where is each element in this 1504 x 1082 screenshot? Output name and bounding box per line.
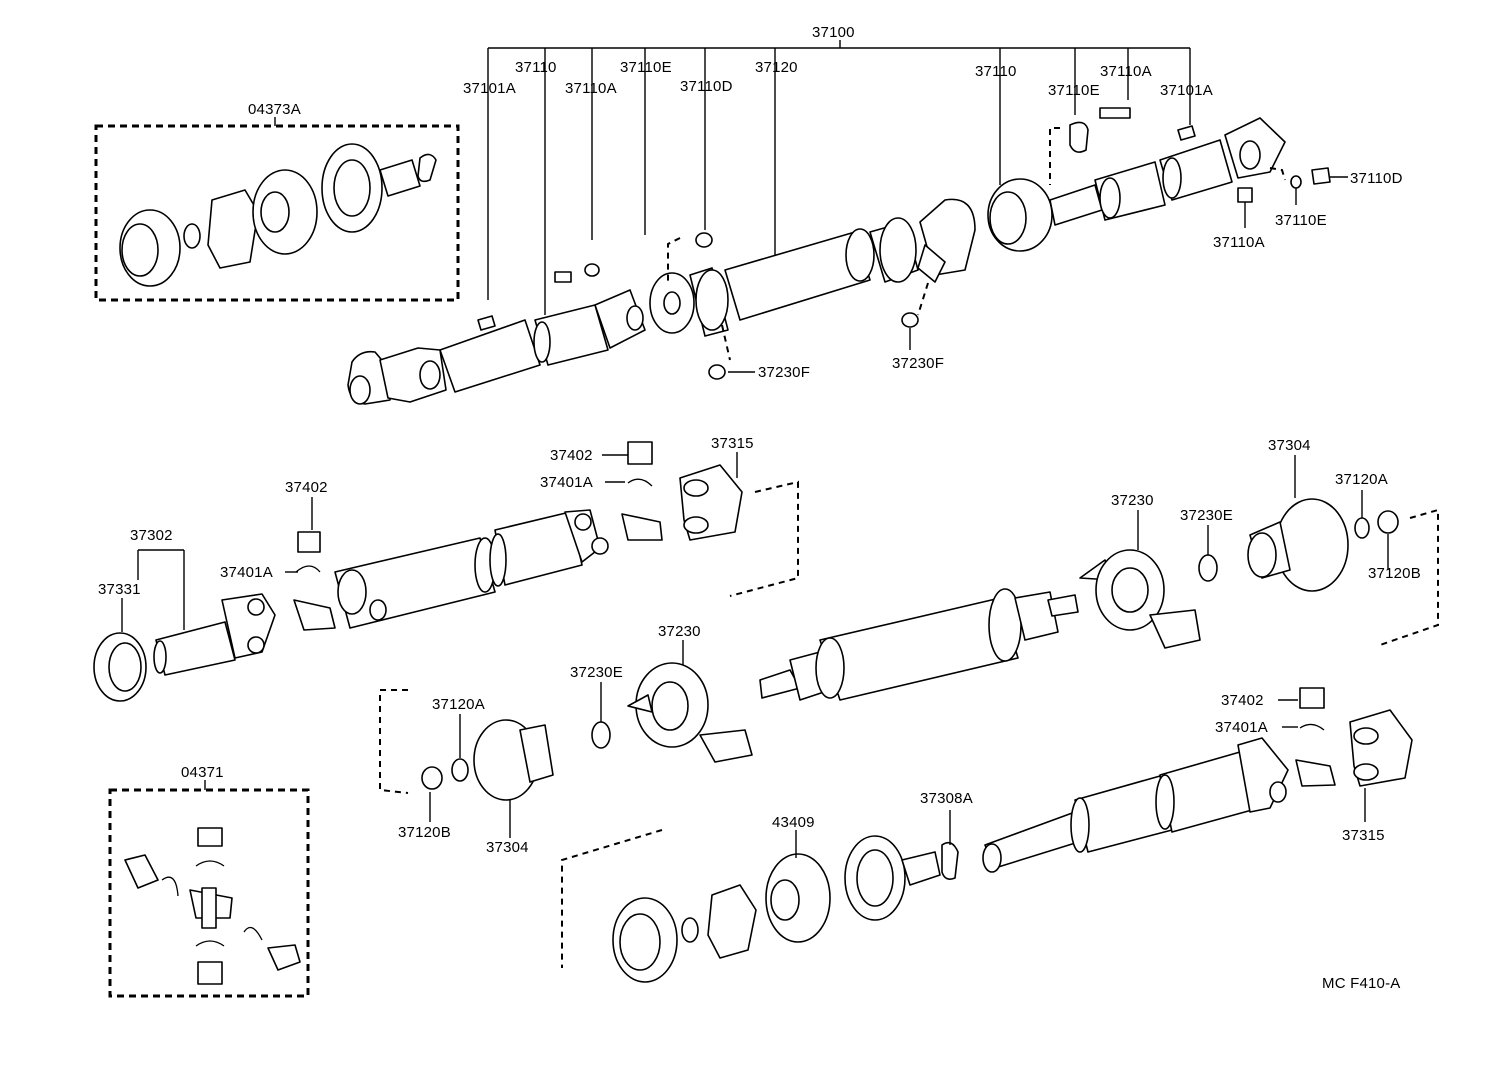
label-37110-right: 37110: [975, 63, 1017, 80]
label-37120b-b: 37120B: [398, 824, 451, 841]
label-37120b-a: 37120B: [1368, 565, 1421, 582]
label-37120: 37120: [755, 59, 798, 76]
middle-right-shaft: [379, 455, 1439, 838]
label-37315-a: 37315: [711, 435, 754, 452]
label-37120a-b: 37120A: [432, 696, 485, 713]
top-leader-lines: [487, 40, 1191, 315]
label-37401a-a: 37401A: [540, 474, 593, 491]
label-37402-a: 37402: [550, 447, 593, 464]
label-37402-c: 37402: [1221, 692, 1264, 709]
label-37402-b: 37402: [285, 479, 328, 496]
label-04371: 04371: [181, 764, 224, 781]
label-37101a-left: 37101A: [463, 80, 516, 97]
label-37230f-a: 37230F: [758, 364, 810, 381]
label-37110a-right-top: 37110A: [1100, 63, 1152, 80]
label-37230e-a: 37230E: [1180, 507, 1233, 524]
top-propeller-shaft: [347, 107, 1348, 405]
label-37230-a: 37230: [1111, 492, 1154, 509]
label-37100: 37100: [812, 24, 855, 41]
label-37230f-b: 37230F: [892, 355, 944, 372]
label-37110d-right: 37110D: [1350, 170, 1403, 187]
label-37230-b: 37230: [658, 623, 701, 640]
footer-code: MC F410-A: [1322, 975, 1401, 992]
label-37110a-left: 37110A: [565, 80, 617, 97]
label-04373a: 04373A: [248, 101, 301, 118]
label-37110e-top: 37110E: [620, 59, 672, 76]
label-37401a-b: 37401A: [220, 564, 273, 581]
label-37120a-a: 37120A: [1335, 471, 1388, 488]
label-37110a-right2: 37110A: [1213, 234, 1265, 251]
label-37302: 37302: [130, 527, 173, 544]
label-37110-top: 37110: [515, 59, 557, 76]
label-37230e-b: 37230E: [570, 664, 623, 681]
label-37110e-right2: 37110E: [1275, 212, 1327, 229]
label-43409: 43409: [772, 814, 815, 831]
label-37315-b: 37315: [1342, 827, 1385, 844]
label-37110d-left: 37110D: [680, 78, 733, 95]
joint-kit-04373a: [94, 117, 460, 302]
label-37110e-right: 37110E: [1048, 82, 1100, 99]
cross-kit-04371: [108, 780, 310, 998]
label-37331: 37331: [98, 581, 141, 598]
part-labels: 37100 37110 37110E 37120 37110 37110A 37…: [98, 24, 1421, 992]
label-37401a-c: 37401A: [1215, 719, 1268, 736]
label-37304-a: 37304: [1268, 437, 1311, 454]
bottom-shaft: [561, 687, 1413, 983]
label-37304-b: 37304: [486, 839, 529, 856]
label-37308a: 37308A: [920, 790, 973, 807]
label-37101a-right: 37101A: [1160, 82, 1213, 99]
middle-left-shaft: [93, 441, 799, 702]
